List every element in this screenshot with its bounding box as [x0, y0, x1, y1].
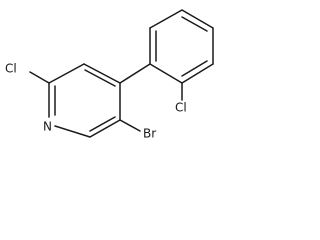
bond-c2-cl: [29, 71, 50, 84]
bond-ph5-ph6-inner: [181, 60, 208, 77]
molecule-structure: Cl N Br Cl: [5, 9, 214, 141]
bond-ph3-ph4-inner: [181, 16, 208, 32]
atom-label-br: Br: [143, 127, 156, 141]
bond-c2-c3: [48, 63, 85, 84]
atom-label-n: N: [43, 120, 52, 134]
atom-label-cl-right: Cl: [175, 101, 187, 115]
bond-ph6-ph1: [149, 63, 183, 84]
bond-ph2-ph3: [149, 9, 183, 29]
bond-c5-c6: [89, 119, 121, 138]
atom-label-cl-left: Cl: [5, 62, 17, 76]
bond-c5-br: [119, 119, 141, 132]
bond-c6-n: [54, 125, 91, 138]
bond-c5-c6-inner: [89, 116, 116, 132]
bond-c4-phenyl: [119, 63, 151, 84]
bond-ph5-ph6: [181, 63, 214, 84]
bond-ph3-ph4: [181, 9, 214, 29]
bond-c3-c4: [83, 63, 121, 84]
bond-c3-c4-inner: [84, 69, 116, 87]
